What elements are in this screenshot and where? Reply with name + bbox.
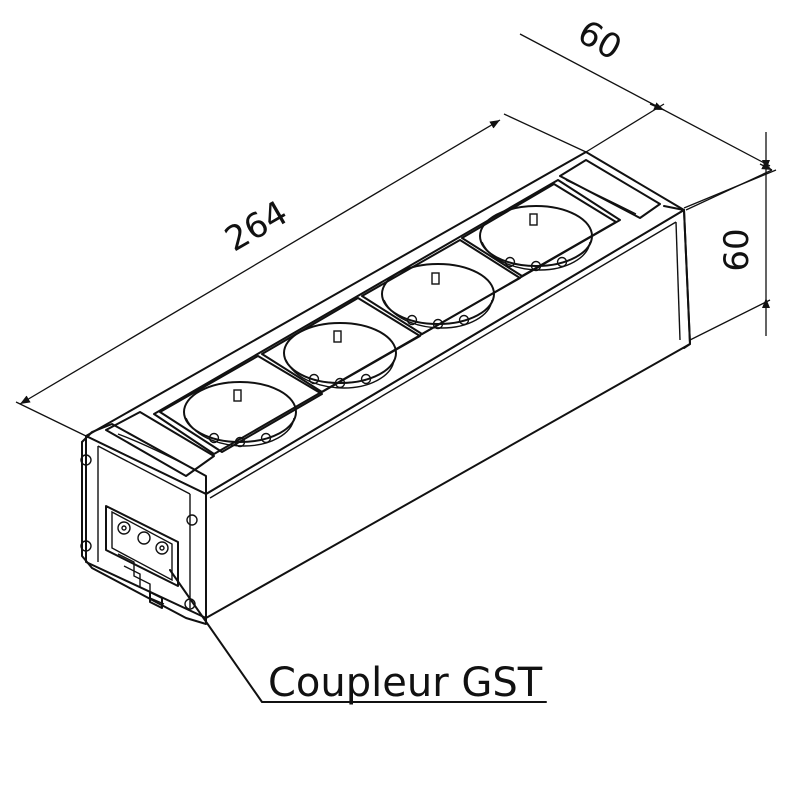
outlet-2 (261, 297, 421, 393)
callout-coupler: Coupleur GST (169, 569, 547, 706)
gst-coupler (105, 505, 179, 609)
screw-icon (186, 514, 198, 526)
outlet-4 (461, 183, 617, 277)
callout-label: Coupleur GST (268, 660, 543, 706)
power-strip (80, 151, 691, 625)
screw-icon (80, 540, 92, 552)
screw-icon (80, 454, 92, 466)
outlet-3 (361, 239, 521, 335)
dimension-length-label: 264 (218, 193, 294, 260)
dimension-height: 60 (685, 132, 773, 341)
outlet-1 (159, 355, 323, 453)
dimension-depth-label: 60 (571, 12, 628, 68)
dimension-height-label: 60 (717, 228, 757, 271)
